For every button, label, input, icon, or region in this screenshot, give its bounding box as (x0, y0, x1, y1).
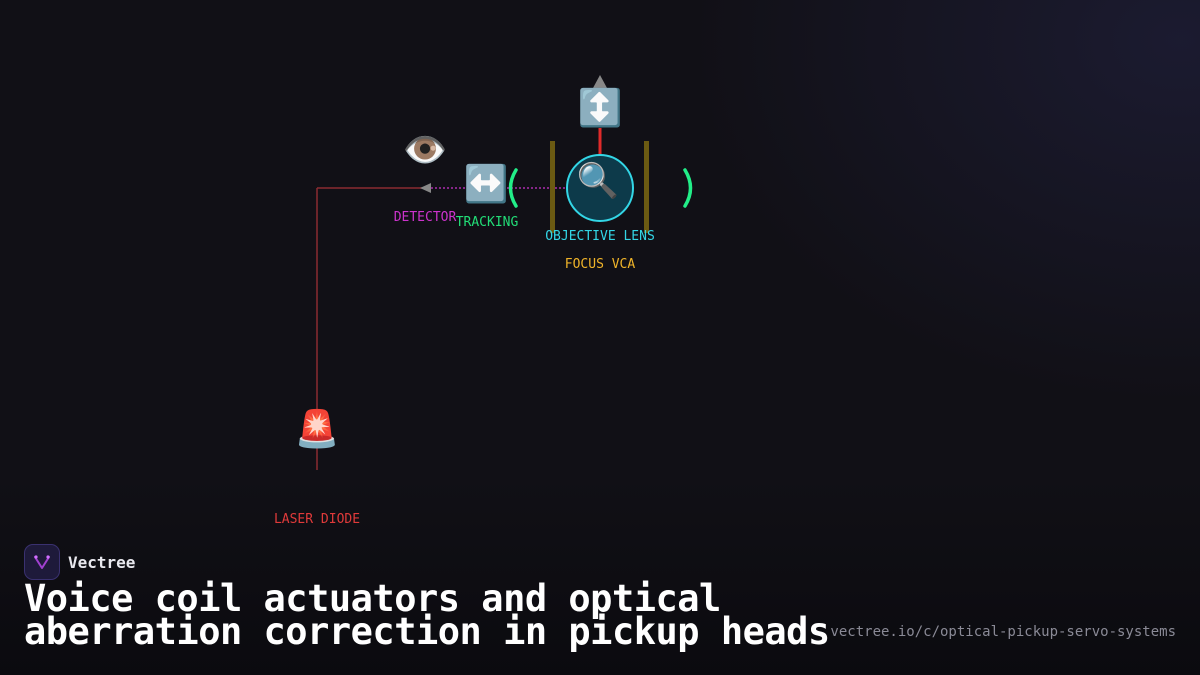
source-url[interactable]: vectree.io/c/optical-pickup-servo-system… (830, 624, 1176, 640)
tracking-arc-left (508, 168, 518, 208)
eye-icon: 👁️ (402, 130, 448, 171)
laser-diode-label: LASER DIODE (273, 512, 361, 527)
focus-vca-label: FOCUS VCA (564, 257, 636, 272)
objective-lens-label: OBJECTIVE LENS (545, 229, 655, 244)
siren-icon: 🚨 (294, 409, 340, 450)
tracking-arc-right (683, 168, 693, 208)
tracking-label: TRACKING (455, 215, 519, 230)
brand: Vectree (24, 544, 135, 580)
magnet-right (644, 141, 649, 233)
logo-mark-icon (34, 555, 50, 569)
up-down-arrow-icon: ↕️ (577, 88, 623, 129)
magnifier-icon: 🔍 (576, 161, 620, 201)
left-right-arrow-icon: ↔️ (463, 164, 509, 205)
brand-name: Vectree (68, 552, 136, 572)
beam-arrowhead (420, 183, 431, 193)
magnet-left (550, 141, 555, 233)
objective-lens-disc (566, 154, 634, 222)
page-title: Voice coil actuators and optical aberrat… (24, 577, 830, 653)
detector-label: DETECTOR (393, 210, 457, 225)
focus-arrow-up (593, 75, 607, 88)
vectree-logo (24, 544, 60, 580)
